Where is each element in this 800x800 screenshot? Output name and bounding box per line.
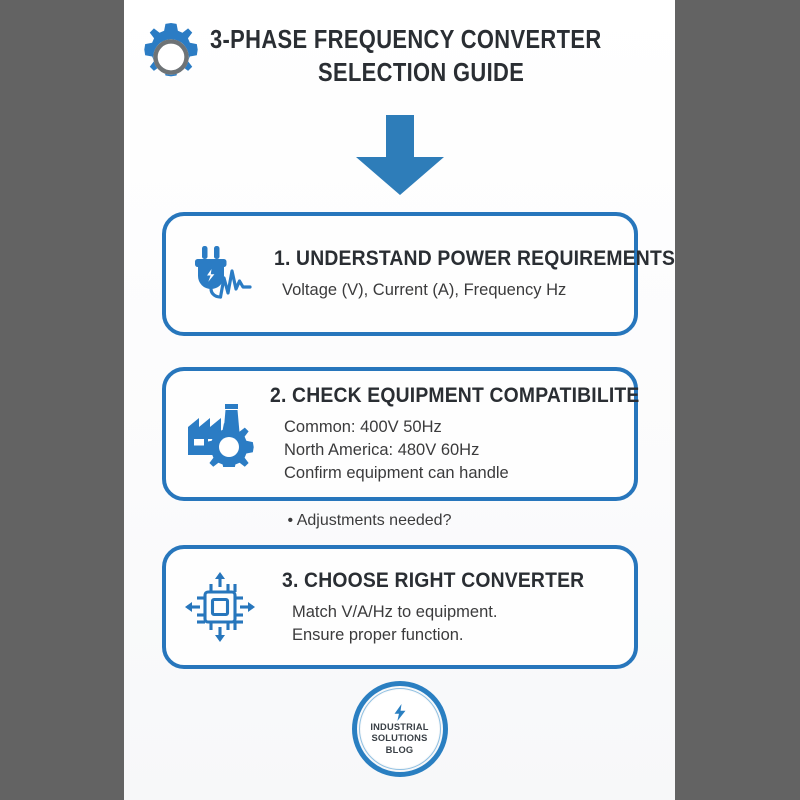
step-card-3[interactable]: 3. CHOOSE RIGHT CONVERTER Match V/A/Hz t… [162, 545, 638, 669]
title-row: 3-PHASE FREQUENCY CONVERTER SELECTION GU… [124, 18, 675, 94]
logo-inner-ring [358, 688, 441, 770]
logo-outer-ring [351, 681, 448, 777]
step-2-line-3: Confirm equipment can handle [284, 464, 509, 482]
logo-content: INDUSTRIAL SOLUTIONS BLOG [360, 690, 439, 768]
brand-logo[interactable]: INDUSTRIAL SOLUTIONS BLOG [351, 681, 448, 777]
gear-icon [134, 20, 208, 94]
step-card-1[interactable]: 1. UNDERSTAND POWER REQUIREMENTS Voltage… [162, 212, 675, 336]
step-card-1-body: 1. UNDERSTAND POWER REQUIREMENTS Voltage… [268, 246, 734, 302]
step-2-line-2: North America: 480V 60Hz [284, 441, 480, 459]
step-3-line-2: Ensure proper function. [292, 625, 464, 644]
power-plug-waveform-icon [172, 243, 268, 305]
page-title-line-2: SELECTION GUIDE [317, 58, 524, 87]
step-card-2-body: 2. CHECK EQUIPMENT COMPATIBILITE Common:… [268, 383, 695, 485]
logo-line-2: SOLUTIONS [371, 733, 428, 744]
arrow-down-container [124, 115, 675, 195]
step-card-3-body: 3. CHOOSE RIGHT CONVERTER Match V/A/Hz t… [268, 568, 634, 647]
adjustments-note: • Adjustments needed? [287, 512, 452, 529]
logo-container[interactable]: INDUSTRIAL SOLUTIONS BLOG [124, 681, 675, 777]
step-3-line-1: Match V/A/Hz to equipment. [292, 602, 498, 621]
title-block: 3-PHASE FREQUENCY CONVERTER SELECTION GU… [210, 25, 665, 88]
factory-gear-icon [172, 401, 268, 467]
step-2-detail: Common: 400V 50Hz North America: 480V 60… [284, 416, 681, 485]
step-3-detail: Match V/A/Hz to equipment. Ensure proper… [292, 601, 620, 647]
poster-header: 3-PHASE FREQUENCY CONVERTER SELECTION GU… [124, 18, 675, 94]
step-2-line-1: Common: 400V 50Hz [284, 418, 442, 436]
step-3-heading: 3. CHOOSE RIGHT CONVERTER [282, 567, 585, 592]
page-title-line-1: 3-PHASE FREQUENCY CONVERTER [209, 25, 602, 54]
microchip-arrows-icon [172, 571, 268, 643]
logo-line-1: INDUSTRIAL [370, 721, 429, 732]
lightning-bolt-icon [394, 703, 405, 721]
step-2-heading: 2. CHECK EQUIPMENT COMPATIBILITE [270, 383, 640, 407]
step-card-2[interactable]: 2. CHECK EQUIPMENT COMPATIBILITE Common:… [162, 367, 639, 501]
step-1-heading: 1. UNDERSTAND POWER REQUIREMENTS [274, 246, 676, 270]
poster-sheet: 3-PHASE FREQUENCY CONVERTER SELECTION GU… [124, 0, 675, 800]
logo-line-3: BLOG [385, 744, 414, 755]
arrow-down-icon [355, 115, 444, 195]
step-1-detail: Voltage (V), Current (A), Frequency Hz [282, 279, 720, 302]
step-1-line-1: Voltage (V), Current (A), Frequency Hz [282, 281, 567, 299]
